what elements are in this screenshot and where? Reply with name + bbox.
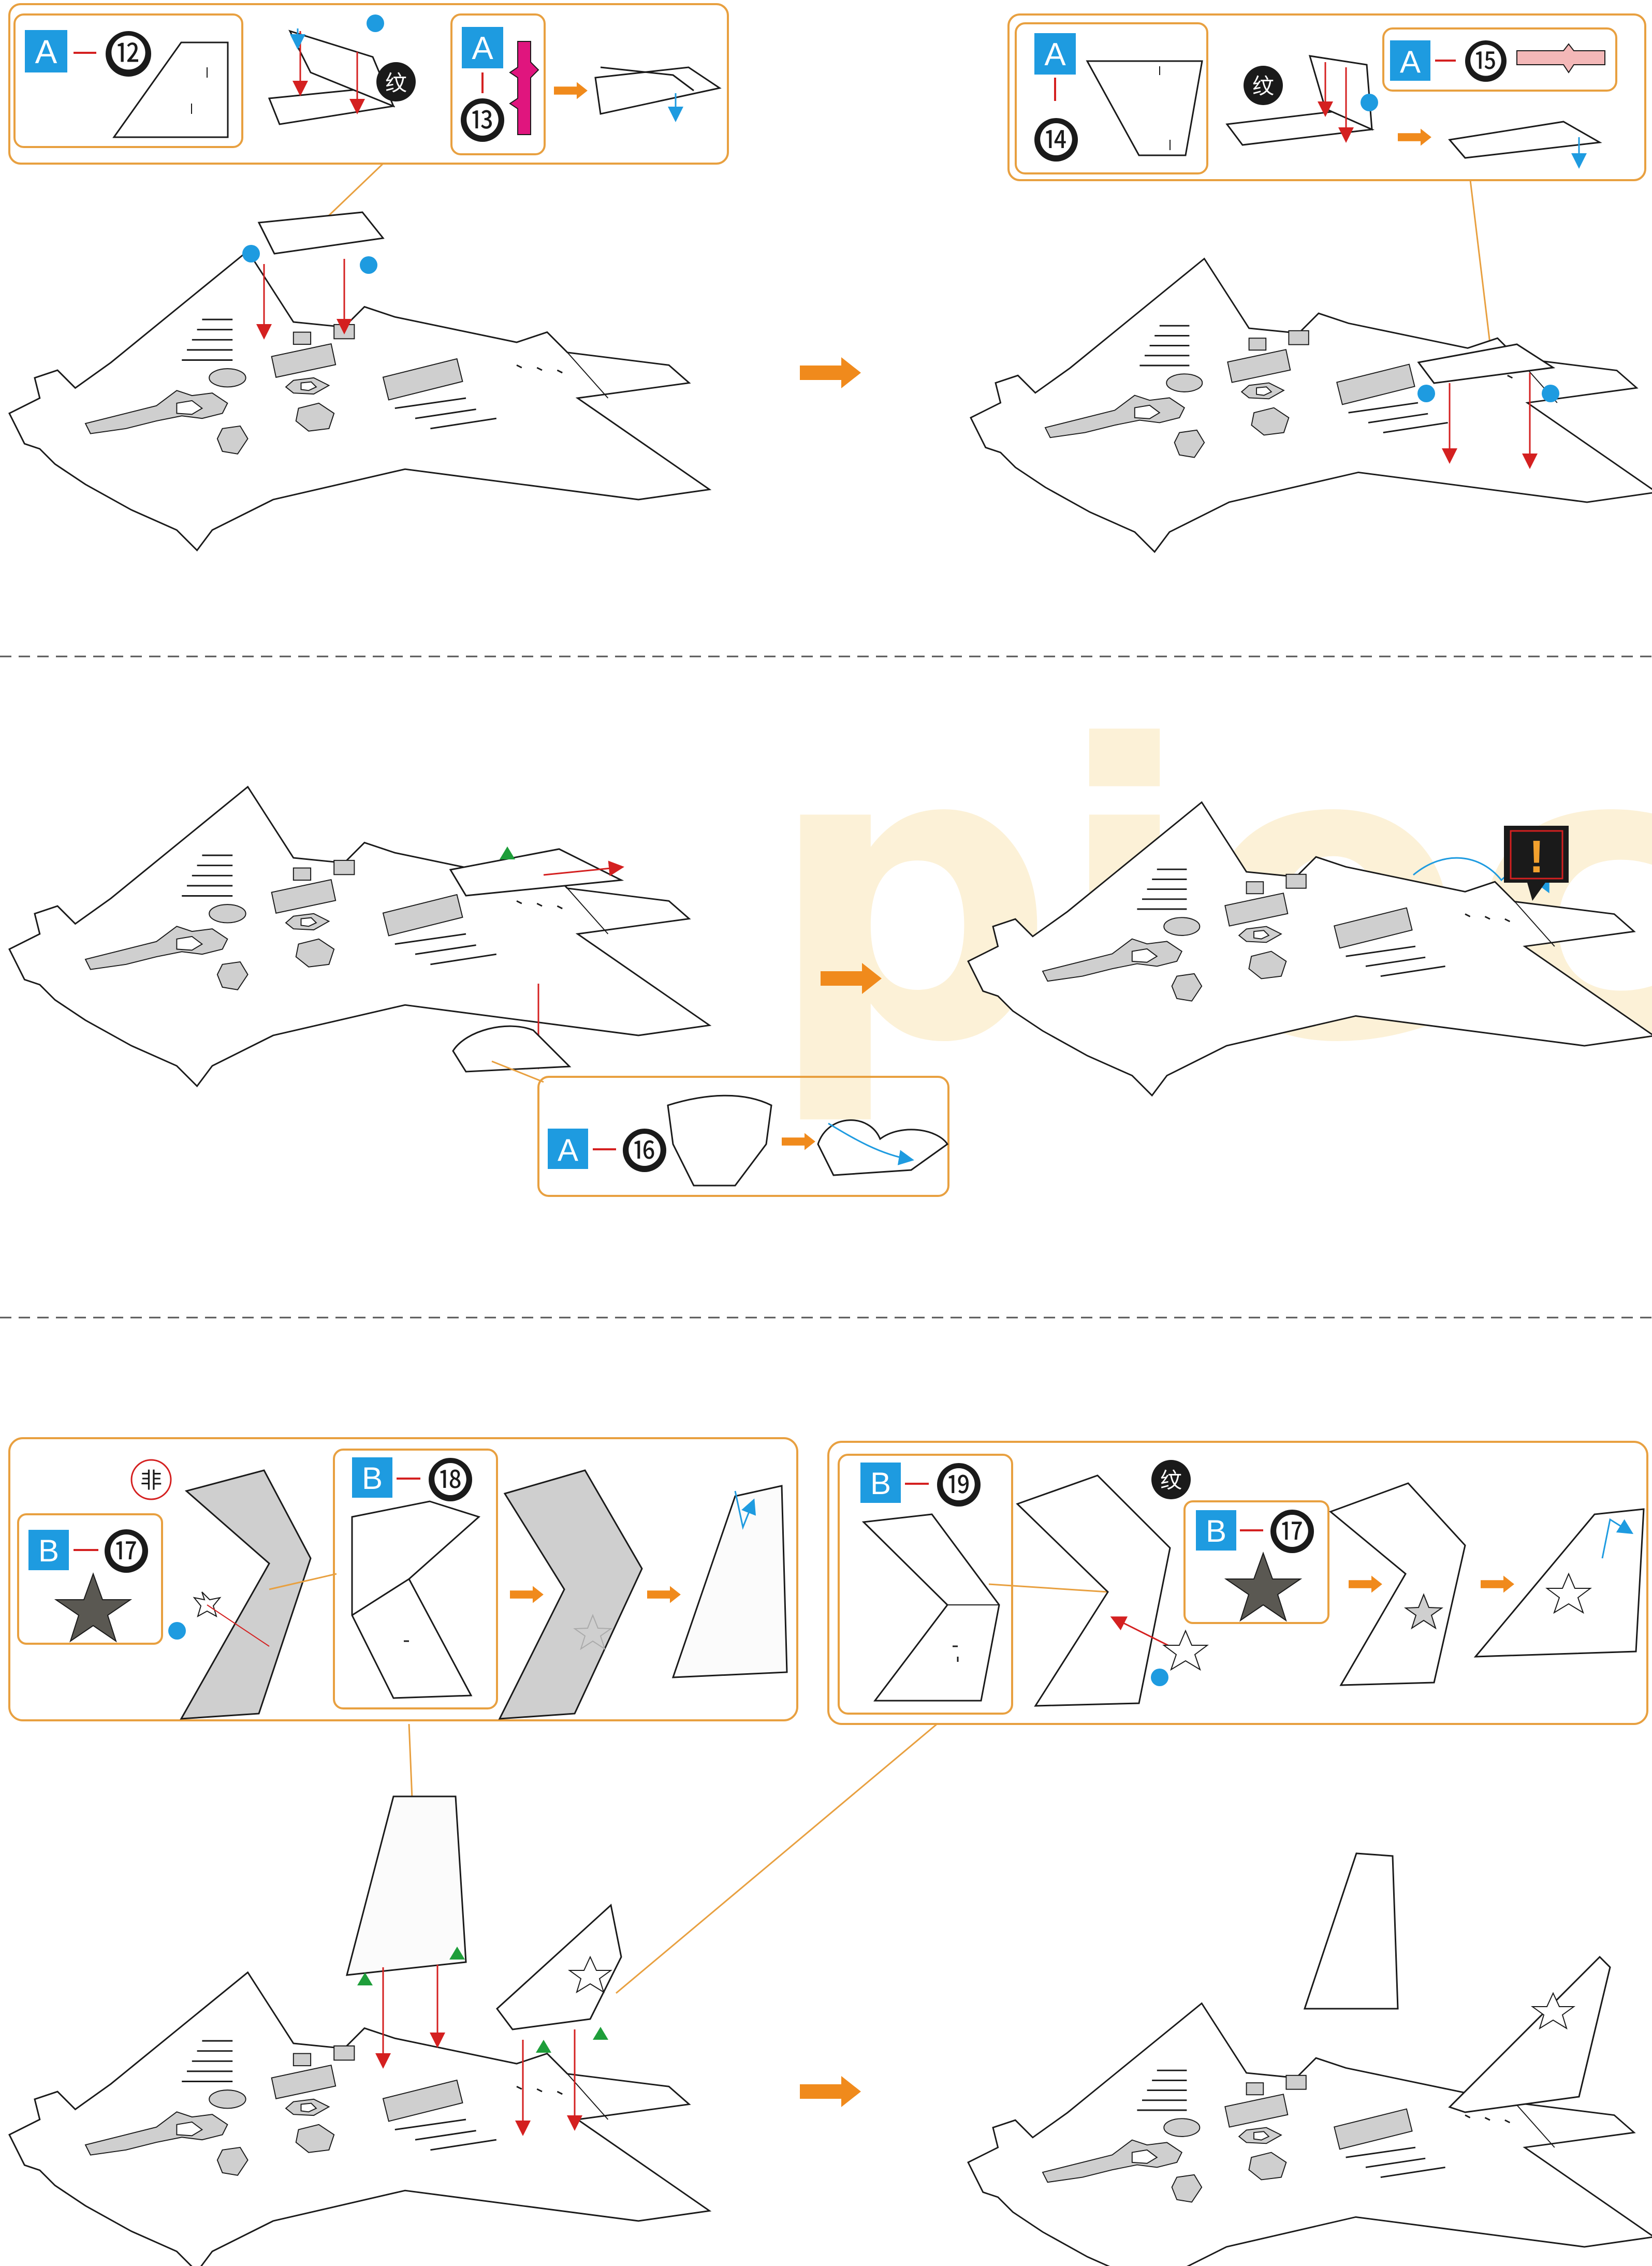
- part-14-result: [1450, 122, 1600, 158]
- part-number: ⓮: [1039, 121, 1073, 159]
- fin-angled-install: [497, 1905, 621, 2029]
- texture-mark: 纹: [1252, 74, 1274, 98]
- part-number: ⓱: [1275, 1513, 1309, 1551]
- green-triangle: [500, 846, 515, 859]
- callout-a-15: A ⓯: [1383, 28, 1616, 91]
- texture-mark: 纹: [385, 71, 407, 95]
- part-number: ⓭: [465, 101, 500, 140]
- sheet-letter: A: [1044, 37, 1066, 72]
- part-number: ⓬: [110, 34, 147, 74]
- part-number: ⓱: [109, 1532, 143, 1571]
- step-1: A ⓬ 纹 A ⓭: [9, 4, 728, 550]
- blue-dot: [1361, 94, 1378, 111]
- sheet-letter: B: [38, 1533, 59, 1568]
- callout-a-12: A ⓬: [14, 14, 242, 147]
- blue-dot: [1151, 1669, 1168, 1686]
- star-part: [1226, 1553, 1300, 1620]
- sheet-letter: B: [1206, 1514, 1226, 1548]
- callout-b-17: B ⓱: [18, 1514, 162, 1644]
- callout-b-18: B ⓲: [334, 1450, 497, 1708]
- sheet-letter: A: [558, 1133, 578, 1167]
- non-texture-mark: 非: [140, 1468, 162, 1493]
- fin-folded-result: [673, 1486, 787, 1677]
- callout-a-13: A ⓭: [451, 14, 545, 154]
- part-18-outline: [352, 1501, 479, 1698]
- sheet-letter: B: [362, 1461, 383, 1496]
- green-triangle: [593, 2027, 608, 2040]
- green-triangle: [536, 2040, 551, 2053]
- plane-step-2: [971, 259, 1652, 552]
- part-13-shape: [510, 41, 538, 135]
- part-16-outline: [668, 1095, 771, 1186]
- warning-symbol: !: [1529, 831, 1544, 882]
- part-number: ⓳: [942, 1466, 976, 1504]
- sheet-letter: A: [35, 33, 57, 70]
- blue-dot: [168, 1622, 186, 1640]
- part-12-assembly: 纹: [269, 14, 416, 124]
- sheet-letter: A: [1400, 45, 1421, 79]
- blue-dot: [1417, 385, 1435, 402]
- callout-b-17-right: B ⓱: [1185, 1501, 1328, 1623]
- part-number: ⓰: [627, 1132, 662, 1170]
- part-number: ⓯: [1469, 43, 1502, 80]
- blue-dot: [360, 256, 377, 274]
- callout-a-14: A ⓮: [1016, 23, 1207, 173]
- star-part: [56, 1574, 130, 1641]
- sheet-letter: A: [472, 31, 493, 66]
- plane-final: [968, 1853, 1652, 2266]
- sheet-letter: B: [870, 1466, 891, 1501]
- step-2: A ⓮ 纹 A ⓯: [971, 14, 1652, 552]
- part-number: ⓲: [433, 1461, 467, 1499]
- part-15-shape: [1517, 44, 1605, 72]
- part-14-assembly: 纹: [1227, 56, 1378, 145]
- step-arrow: [800, 357, 861, 388]
- part-16-assembled: [453, 1026, 569, 1072]
- part-14-outline: [1087, 61, 1202, 155]
- plane-step-1: [9, 251, 709, 550]
- part-19-outline: [864, 1514, 999, 1701]
- fin-left-grey: [181, 1470, 311, 1719]
- plane-step-3: [9, 787, 709, 1086]
- blue-dot: [367, 14, 384, 32]
- step-arrow: [800, 2076, 861, 2107]
- part-12-result: [595, 67, 720, 114]
- callout-b-19: B ⓳: [839, 1455, 1012, 1714]
- fin-vertical-install: [347, 1796, 466, 1975]
- blue-dot: [1542, 385, 1559, 402]
- blue-dot: [242, 245, 260, 262]
- texture-mark: 纹: [1160, 1468, 1182, 1493]
- plane-step-4: [9, 1972, 709, 2266]
